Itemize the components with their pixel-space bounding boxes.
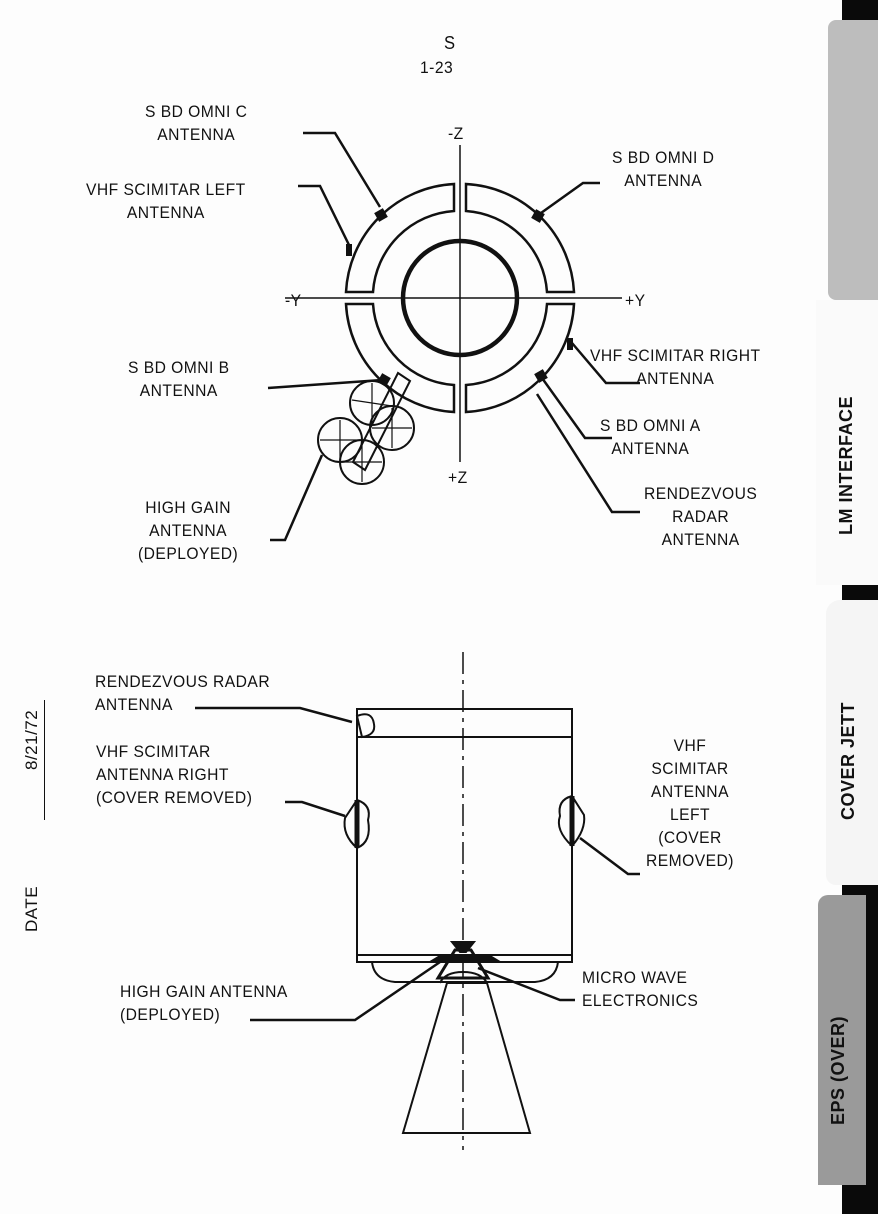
page-number: 1-23 [420,58,454,77]
inner-ring [400,238,520,358]
label-side-high-gain: HIGH GAIN ANTENNA(DEPLOYED) [120,982,288,1024]
axis-pos-y: +Y [625,291,646,310]
axis-neg-z: -Z [448,124,464,143]
axis-pos-z: +Z [448,468,468,487]
tab-cover-jett[interactable]: COVER JETT [826,600,878,885]
radar-cone [401,982,532,1134]
high-gain-antenna-stowed [426,941,504,980]
tab-blank-top [828,20,878,300]
axis-neg-y: -Y [285,291,302,310]
high-gain-antenna-top [317,371,415,485]
tab-eps-over[interactable]: EPS (OVER) [818,895,866,1185]
leader-lines [195,706,640,1022]
antenna-bumps [343,713,586,850]
tab-lm-interface[interactable]: LM INTERFACE [816,300,878,585]
top-view-drawing [267,131,640,542]
leader-lines [267,131,640,542]
section-letter: S [444,33,456,53]
quadrant-segments [344,182,576,414]
side-view-drawing [195,652,640,1150]
